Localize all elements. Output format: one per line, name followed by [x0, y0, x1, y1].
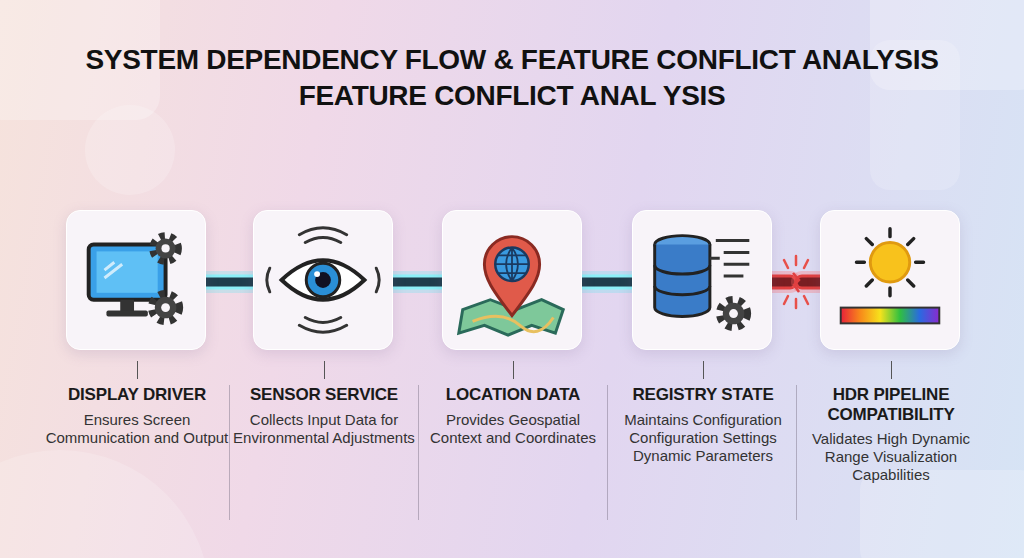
tick-line: [137, 361, 138, 379]
column-divider: [796, 385, 797, 520]
spark-line: [784, 296, 788, 304]
decor-circle: [0, 450, 210, 558]
break-mark: [793, 273, 799, 292]
column-divider: [607, 385, 608, 520]
component-heading: SENSOR SERVICE: [232, 385, 416, 405]
component-description: Provides Geospatial Context and Coordina…: [421, 411, 605, 447]
component-description: Validates High Dynamic Range Visualizati…: [799, 430, 983, 484]
connector: [766, 256, 826, 308]
component-icon: [443, 211, 581, 349]
component-card: LOCATION DATAProvides Geospatial Context…: [442, 210, 582, 350]
component-heading: REGISTRY STATE: [611, 385, 795, 405]
component-icon: [67, 211, 205, 349]
component-icon: [254, 211, 392, 349]
spark-line: [795, 299, 798, 308]
component-heading: DISPLAY DRIVER: [45, 385, 229, 405]
component-description: Collects Input Data for Environmental Ad…: [232, 411, 416, 447]
component-caption: REGISTRY STATE Maintains Configuration Co…: [611, 385, 795, 465]
tick-line: [891, 361, 892, 379]
decor-circle: [85, 105, 175, 195]
component-heading: HDR PIPELINE COMPATIBILITY: [799, 385, 983, 424]
component-caption: HDR PIPELINE COMPATIBILITY Validates High…: [799, 385, 983, 484]
title-line: FEATURE CONFLICT ANAL YSIS: [0, 80, 1024, 112]
connector-core: [200, 278, 259, 287]
component-heading: LOCATION DATA: [421, 385, 605, 405]
connector-glow: [200, 271, 259, 293]
component-description: Maintains Configuration Configuration Se…: [611, 411, 795, 465]
decor-panel: [860, 470, 1024, 558]
tick-line: [513, 361, 514, 379]
tick-line: [324, 361, 325, 379]
component-icon: [633, 211, 771, 349]
column-divider: [418, 385, 419, 520]
component-caption: SENSOR SERVICE Collects Input Data for En…: [232, 385, 416, 447]
connector-glow: [576, 271, 638, 293]
connector: [576, 282, 638, 283]
component-icon: [821, 211, 959, 349]
connector-glow: [387, 271, 448, 293]
connector-rim: [387, 275, 448, 290]
spark-line: [784, 260, 788, 268]
spark-line: [804, 260, 808, 268]
connector-rim: [576, 275, 638, 290]
spark-line: [804, 296, 808, 304]
connector-core: [576, 278, 638, 287]
component-card: HDR PIPELINE COMPATIBILITYValidates High…: [820, 210, 960, 350]
component-card: DISPLAY DRIVEREnsures Screen Communicati…: [66, 210, 206, 350]
component-card: REGISTRY STATEMaintains Configuration Co…: [632, 210, 772, 350]
connector-core: [387, 278, 448, 287]
component-caption: DISPLAY DRIVER Ensures Screen Communicati…: [45, 385, 229, 447]
component-caption: LOCATION DATA Provides Geospatial Context…: [421, 385, 605, 447]
connector: [200, 282, 259, 283]
connector: [387, 282, 448, 283]
column-divider: [229, 385, 230, 520]
component-card: SENSOR SERVICECollects Input Data for En…: [253, 210, 393, 350]
component-description: Ensures Screen Communication and Output: [45, 411, 229, 447]
tick-line: [703, 361, 704, 379]
connector-rim: [200, 275, 259, 290]
title: SYSTEM DEPENDENCY FLOW & FEATURE CONFLIC…: [0, 44, 1024, 76]
spark-line: [795, 256, 798, 265]
